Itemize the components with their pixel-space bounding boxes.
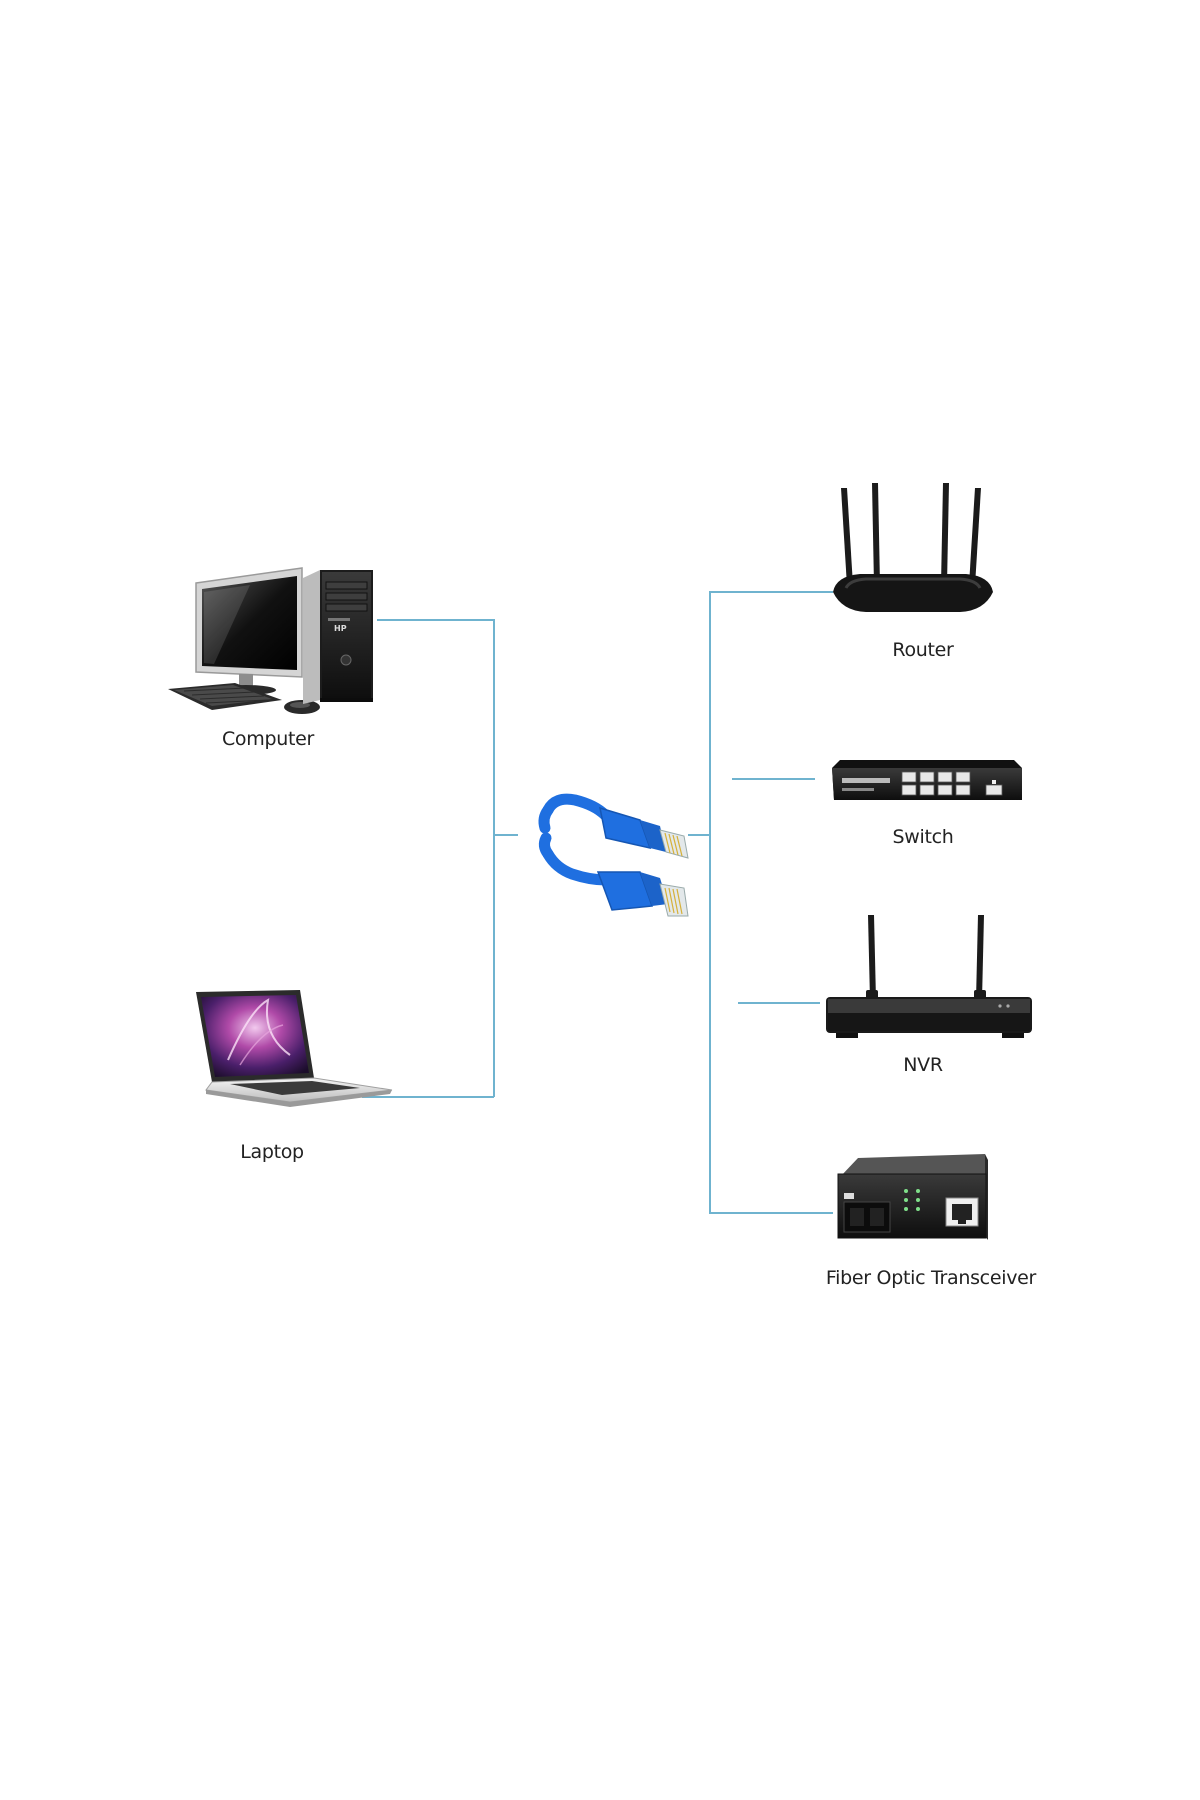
label-nvr: NVR: [903, 1054, 943, 1076]
line-right-trunk: [709, 591, 833, 1214]
network-switch-icon: [832, 760, 1022, 800]
laptop-icon: [196, 990, 393, 1107]
label-fiber-transceiver: Fiber Optic Transceiver: [826, 1267, 1037, 1289]
fiber-transceiver-icon: [837, 1154, 988, 1240]
nvr-icon: [826, 915, 1032, 1038]
svg-text:HP: HP: [334, 624, 347, 633]
label-router: Router: [892, 639, 954, 661]
connector-lines: [362, 591, 833, 1214]
label-laptop: Laptop: [240, 1141, 304, 1163]
line-computer: [377, 619, 495, 1097]
desktop-computer-icon: HP: [168, 567, 373, 714]
wifi-router-icon: [833, 483, 993, 612]
label-switch: Switch: [892, 826, 953, 848]
label-computer: Computer: [222, 728, 315, 750]
ethernet-cable-icon: [538, 793, 689, 917]
